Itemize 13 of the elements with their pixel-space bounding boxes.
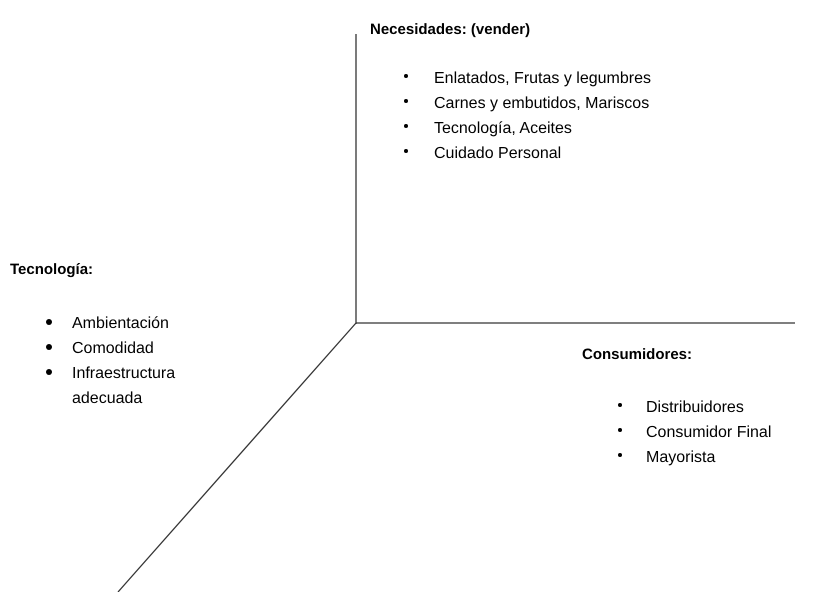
list-item: Cuidado Personal [434,144,562,164]
list-item: Mayorista [646,448,716,468]
list-item: Consumidor Final [646,423,772,443]
list-item: Distribuidores [646,398,745,418]
list-item: Enlatados, Frutas y legumbres [434,69,652,89]
list-item: Tecnología, Aceites [434,119,573,139]
axis-heading: Consumidores: [582,345,692,365]
axis-heading: Tecnología: [10,260,94,280]
axis-heading: Necesidades: (vender) [370,20,530,40]
list-item: Infraestructura adecuada [72,364,176,409]
list-item: Carnes y embutidos, Mariscos [434,94,650,114]
list-item: Ambientación [72,314,170,334]
list-item: Comodidad [72,339,155,359]
